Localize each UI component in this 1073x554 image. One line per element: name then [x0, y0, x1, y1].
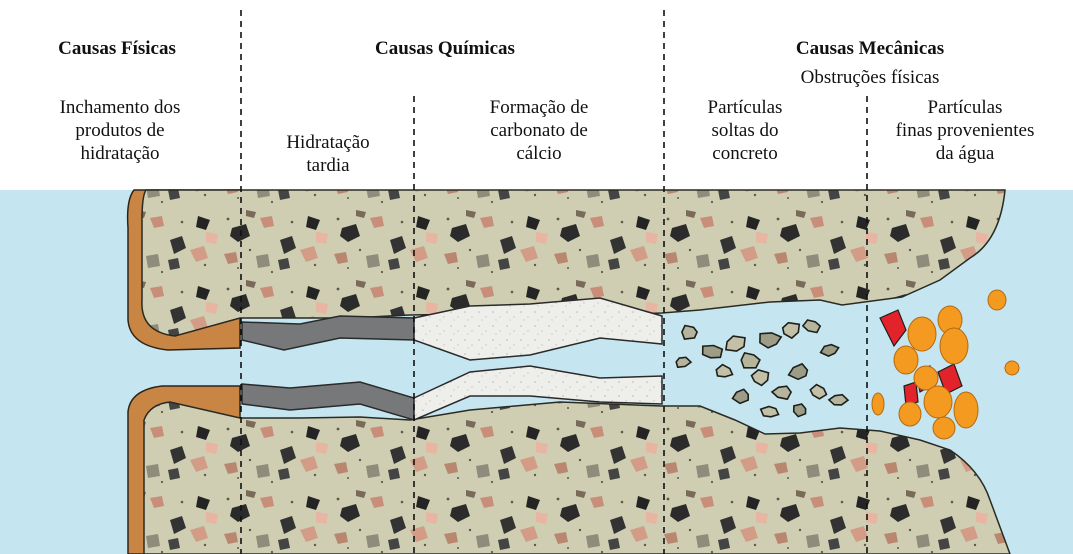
loose-particle	[759, 405, 780, 418]
loose-particle	[781, 321, 801, 340]
loose-particle	[827, 393, 850, 406]
fine-particle	[1004, 360, 1020, 376]
loose-particle	[801, 319, 822, 334]
loose-particle	[819, 343, 840, 357]
label-swelling-line3: hidratação	[80, 143, 160, 164]
label-fine-particles-line2: finas provenientes	[895, 120, 1035, 141]
loose-particle	[750, 369, 770, 387]
loose-particle	[731, 388, 750, 405]
fine-particle	[953, 391, 979, 429]
header-chemical-causes: Causas Químicas	[375, 38, 515, 59]
header-mechanical-causes: Causas Mecânicas	[795, 38, 945, 59]
header-physical-causes: Causas Físicas	[58, 38, 176, 59]
loose-particle	[740, 351, 761, 369]
label-late-hydration-line1: Hidratação	[286, 132, 370, 153]
label-late-hydration: Hidratação tardia	[254, 131, 402, 177]
red-fine-particle	[879, 309, 907, 348]
label-loose-particles-line2: soltas do	[711, 120, 779, 141]
label-loose-particles-line3: concreto	[712, 143, 778, 164]
label-calcium-carbonate-line2: carbonato de	[490, 120, 588, 141]
lower-concrete-block	[143, 401, 1011, 554]
fine-particles-group	[871, 289, 1020, 440]
label-fine-particles-line1: Partículas	[927, 97, 1003, 118]
loose-particle	[715, 363, 734, 378]
label-calcium-carbonate-line1: Formação de	[489, 97, 589, 118]
label-loose-particles: Partículas soltas do concreto	[670, 96, 820, 165]
loose-particle	[675, 356, 693, 369]
fine-particle	[871, 392, 885, 416]
label-swelling-line1: Inchamento dos	[59, 97, 181, 118]
loose-particle	[701, 344, 724, 359]
fine-particle	[913, 365, 939, 391]
label-fine-particles: Partículas finas provenientes da água	[862, 96, 1068, 165]
loose-particles-group	[675, 319, 850, 418]
loose-particle	[724, 335, 746, 352]
loose-particle	[681, 324, 699, 340]
mechanical-subtitle: Obstruções físicas	[800, 67, 940, 88]
fine-particle	[932, 416, 956, 440]
red-fine-particle	[903, 381, 919, 407]
fine-particle	[923, 385, 953, 419]
label-late-hydration-line2: tardia	[306, 155, 350, 176]
label-calcium-carbonate-line3: cálcio	[516, 143, 562, 164]
carbonate-band-top	[413, 297, 663, 361]
loose-particle	[792, 403, 807, 418]
loose-particle	[809, 383, 828, 400]
loose-particle	[770, 385, 793, 401]
fine-particle	[987, 289, 1007, 311]
label-fine-particles-line3: da água	[935, 143, 995, 164]
fine-particle	[907, 316, 937, 352]
label-swelling-line2: produtos de	[75, 120, 165, 141]
label-swelling: Inchamento dos produtos de hidratação	[10, 96, 230, 165]
fine-particle	[898, 401, 922, 427]
loose-particle	[759, 332, 783, 349]
label-calcium-carbonate: Formação de carbonato de cálcio	[434, 96, 644, 165]
fine-particle	[939, 327, 969, 365]
carbonate-band-bottom	[413, 365, 663, 422]
fine-particle	[893, 345, 919, 375]
label-loose-particles-line1: Partículas	[707, 97, 783, 118]
loose-particle	[787, 362, 809, 381]
